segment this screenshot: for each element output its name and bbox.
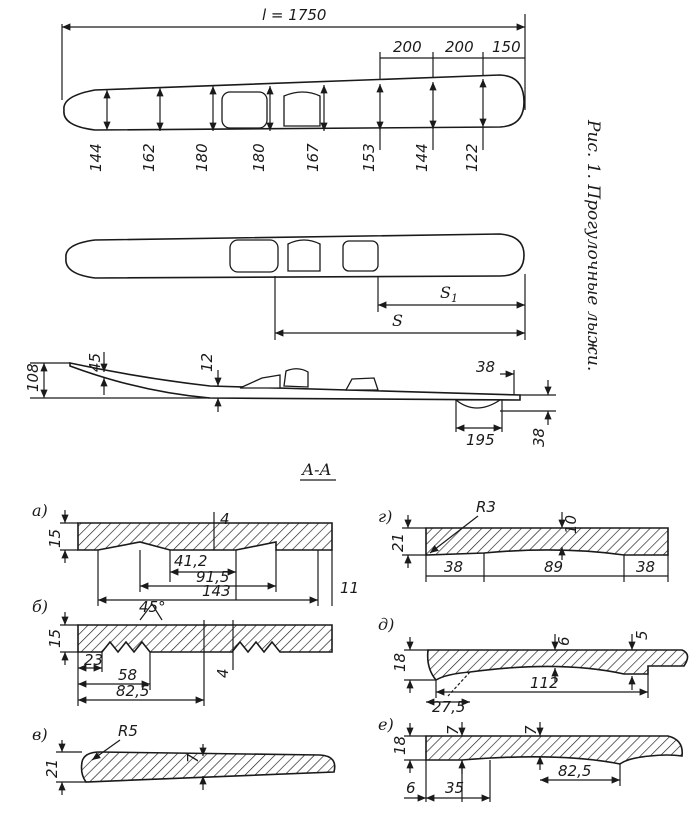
h38-label: 38 bbox=[530, 428, 548, 447]
section-v: в) R5 21 7 bbox=[32, 722, 336, 795]
binding-heel-cup bbox=[283, 91, 321, 127]
g-w2-label: 89 bbox=[544, 558, 563, 576]
binding-front-side bbox=[239, 374, 281, 389]
g-r-label: R3 bbox=[476, 498, 496, 516]
b-h-label: 15 bbox=[46, 629, 64, 648]
seg-label-1: 200 bbox=[393, 38, 422, 56]
width-label: 162 bbox=[140, 143, 158, 172]
g-w1-label: 38 bbox=[444, 558, 463, 576]
section-a-profile bbox=[77, 522, 333, 551]
width-label: 144 bbox=[87, 143, 105, 172]
section-b-profile bbox=[77, 624, 333, 654]
seg-label-3: 150 bbox=[492, 38, 521, 56]
e-d7b-label: 7 bbox=[522, 725, 540, 735]
g-d10-label: 10 bbox=[562, 515, 580, 534]
d-w2-label: 27,5 bbox=[432, 698, 465, 716]
middle-view: S1 S bbox=[65, 233, 526, 340]
e-d7a-label: 7 bbox=[444, 725, 462, 735]
section-a-tag: а) bbox=[32, 501, 48, 520]
width-label: 122 bbox=[463, 143, 481, 172]
s1-label: S1 bbox=[440, 283, 458, 305]
section-label: А-А bbox=[301, 460, 332, 479]
section-d: д) 18 6 5 112 27,5 bbox=[378, 615, 689, 716]
figure-caption: Рис. 1. Прогулочные лыжи. bbox=[583, 119, 603, 371]
e-h-label: 18 bbox=[391, 736, 409, 755]
e-w2-label: 35 bbox=[445, 779, 464, 797]
h108-label: 108 bbox=[24, 363, 42, 392]
g-r-leader bbox=[429, 515, 479, 554]
section-g: г) R3 21 10 38 89 38 bbox=[378, 498, 669, 582]
e-w1-label: 6 bbox=[406, 779, 416, 797]
w195-label: 195 bbox=[466, 431, 495, 449]
binding-front-plate-2 bbox=[229, 239, 279, 273]
section-b: б) 15 45° 23 58 82,5 4 bbox=[32, 597, 333, 706]
width-label: 167 bbox=[304, 143, 322, 172]
d-d5-label: 5 bbox=[633, 630, 651, 640]
section-a: а) 15 4 41,2 91,5 143 11 bbox=[32, 501, 359, 606]
a-d4-label: 4 bbox=[220, 510, 230, 528]
binding-pad-2 bbox=[342, 240, 379, 272]
width-dimensions: 144 162 180 180 167 153 144 122 bbox=[87, 79, 487, 172]
b-w3-label: 82,5 bbox=[116, 682, 149, 700]
d-w2-leader bbox=[447, 671, 471, 697]
b-angle-mark bbox=[139, 602, 163, 621]
v-r-leader bbox=[91, 739, 121, 761]
section-e: е) 18 7 7 6 35 82,5 bbox=[378, 715, 684, 802]
e-w3-label: 82,5 bbox=[558, 762, 591, 780]
heel-plate-side bbox=[454, 399, 503, 409]
section-e-tag: е) bbox=[378, 715, 394, 734]
b-w1-label: 23 bbox=[84, 651, 103, 669]
d-h-label: 18 bbox=[391, 653, 409, 672]
section-b-tag: б) bbox=[32, 597, 48, 616]
width-label: 180 bbox=[193, 143, 211, 172]
section-g-tag: г) bbox=[378, 507, 392, 526]
h45-label: 45 bbox=[86, 353, 104, 372]
b-d4-label: 4 bbox=[214, 668, 232, 678]
s-label: S bbox=[392, 311, 403, 330]
d-d6-label: 6 bbox=[555, 636, 573, 646]
ski-side-profile bbox=[69, 362, 521, 401]
binding-pad-side bbox=[344, 377, 379, 391]
binding-front-plate bbox=[221, 91, 268, 129]
a-w3-label: 143 bbox=[202, 582, 231, 600]
g-h-label: 21 bbox=[389, 533, 407, 552]
side-view: 108 45 12 38 38 195 bbox=[24, 352, 556, 449]
binding-heel-cup-2 bbox=[287, 239, 321, 272]
d-w1-label: 112 bbox=[530, 674, 559, 692]
g-w3-label: 38 bbox=[636, 558, 655, 576]
binding-heel-side bbox=[283, 368, 309, 388]
width-label: 180 bbox=[250, 143, 268, 172]
a-w1-label: 41,2 bbox=[174, 552, 207, 570]
h12-label: 12 bbox=[198, 353, 216, 372]
b-angle-label: 45° bbox=[139, 598, 166, 616]
a-w4-label: 11 bbox=[340, 579, 359, 597]
b-w2-label: 58 bbox=[118, 666, 137, 684]
v-d7-label: 7 bbox=[184, 753, 202, 763]
top-view: l = 1750 200 200 150 144 162 180 180 167… bbox=[61, 6, 526, 172]
length-label: l = 1750 bbox=[262, 6, 326, 24]
width-label: 153 bbox=[360, 143, 378, 172]
seg-label-2: 200 bbox=[445, 38, 474, 56]
w38-label: 38 bbox=[476, 358, 495, 376]
section-v-profile bbox=[80, 751, 336, 783]
section-d-profile bbox=[426, 649, 689, 682]
v-r-label: R5 bbox=[118, 722, 138, 740]
section-v-tag: в) bbox=[32, 725, 48, 744]
v-h-label: 21 bbox=[43, 759, 61, 778]
section-d-tag: д) bbox=[378, 615, 394, 634]
a-w2-label: 91,5 bbox=[196, 568, 229, 586]
section-g-profile bbox=[425, 527, 669, 556]
width-label: 144 bbox=[413, 143, 431, 172]
section-e-profile bbox=[425, 735, 684, 765]
a-h-label: 15 bbox=[46, 529, 64, 548]
